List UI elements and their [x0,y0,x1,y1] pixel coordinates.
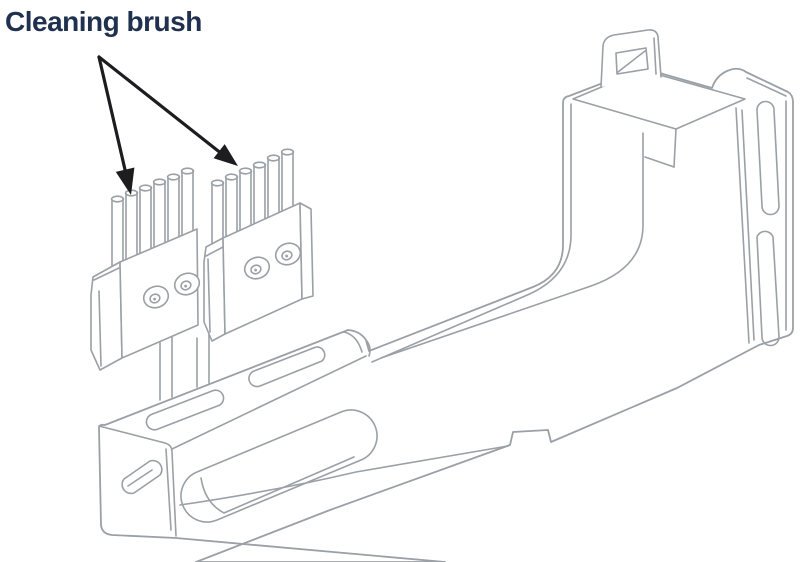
block-right-sliver [299,202,314,300]
hook-right-edge [673,128,677,168]
bristles-right [210,148,295,249]
screw [243,256,271,280]
rail-top-front-edge [171,355,367,450]
end-cap-slot [121,459,163,495]
block-side-crease [205,246,224,333]
arrowhead-right-icon [213,144,238,166]
rail-slot-right [248,346,326,388]
block-side-face [90,261,123,371]
screw [173,272,201,296]
bracket-silhouette [98,67,794,562]
hook-tab-thickness [653,37,657,75]
arrowhead-left-icon [115,167,135,195]
end-cap-edge [98,425,177,537]
rail-bottom-fold [179,445,509,506]
hook-tab-hole-edge [617,50,646,73]
plate-top-inner-edge [746,77,787,97]
annotation: Cleaning brush [5,6,238,195]
plate-slot-upper [756,100,780,216]
arm-fold-edge [380,132,644,359]
end-cap-inner-edge [165,448,172,531]
hook-tab [600,29,662,88]
block-side-crease [93,267,120,367]
plate-slot-lower [756,230,780,347]
brush-stem [159,332,210,401]
arrow-to-right-brush [97,55,224,156]
hook-tab-hole [615,47,649,75]
rail-slot-left [145,389,225,431]
arrow-to-left-brush [97,55,128,176]
rail-top-end-fold-outer [365,339,371,357]
plate-left-edge-inner [741,109,755,341]
screw [274,242,302,266]
rail-cutout [180,409,378,523]
brush-block-left [90,167,201,371]
plate-left-edge [735,107,750,344]
hook-bottom-edge [644,156,675,168]
end-cap-slot-highlight [127,469,153,487]
screw [142,285,170,309]
block-side-face [203,237,226,342]
brush-block-right [203,148,314,342]
arm-free-edge-inner [371,103,572,363]
annotation-arrows [97,55,238,195]
cleaning-brush-label: Cleaning brush [5,6,202,37]
rail-top-end-fold-inner [343,331,363,353]
bristles-left [110,167,195,271]
rail-cutout-thickness [200,456,355,514]
mounting-bracket [90,29,794,562]
